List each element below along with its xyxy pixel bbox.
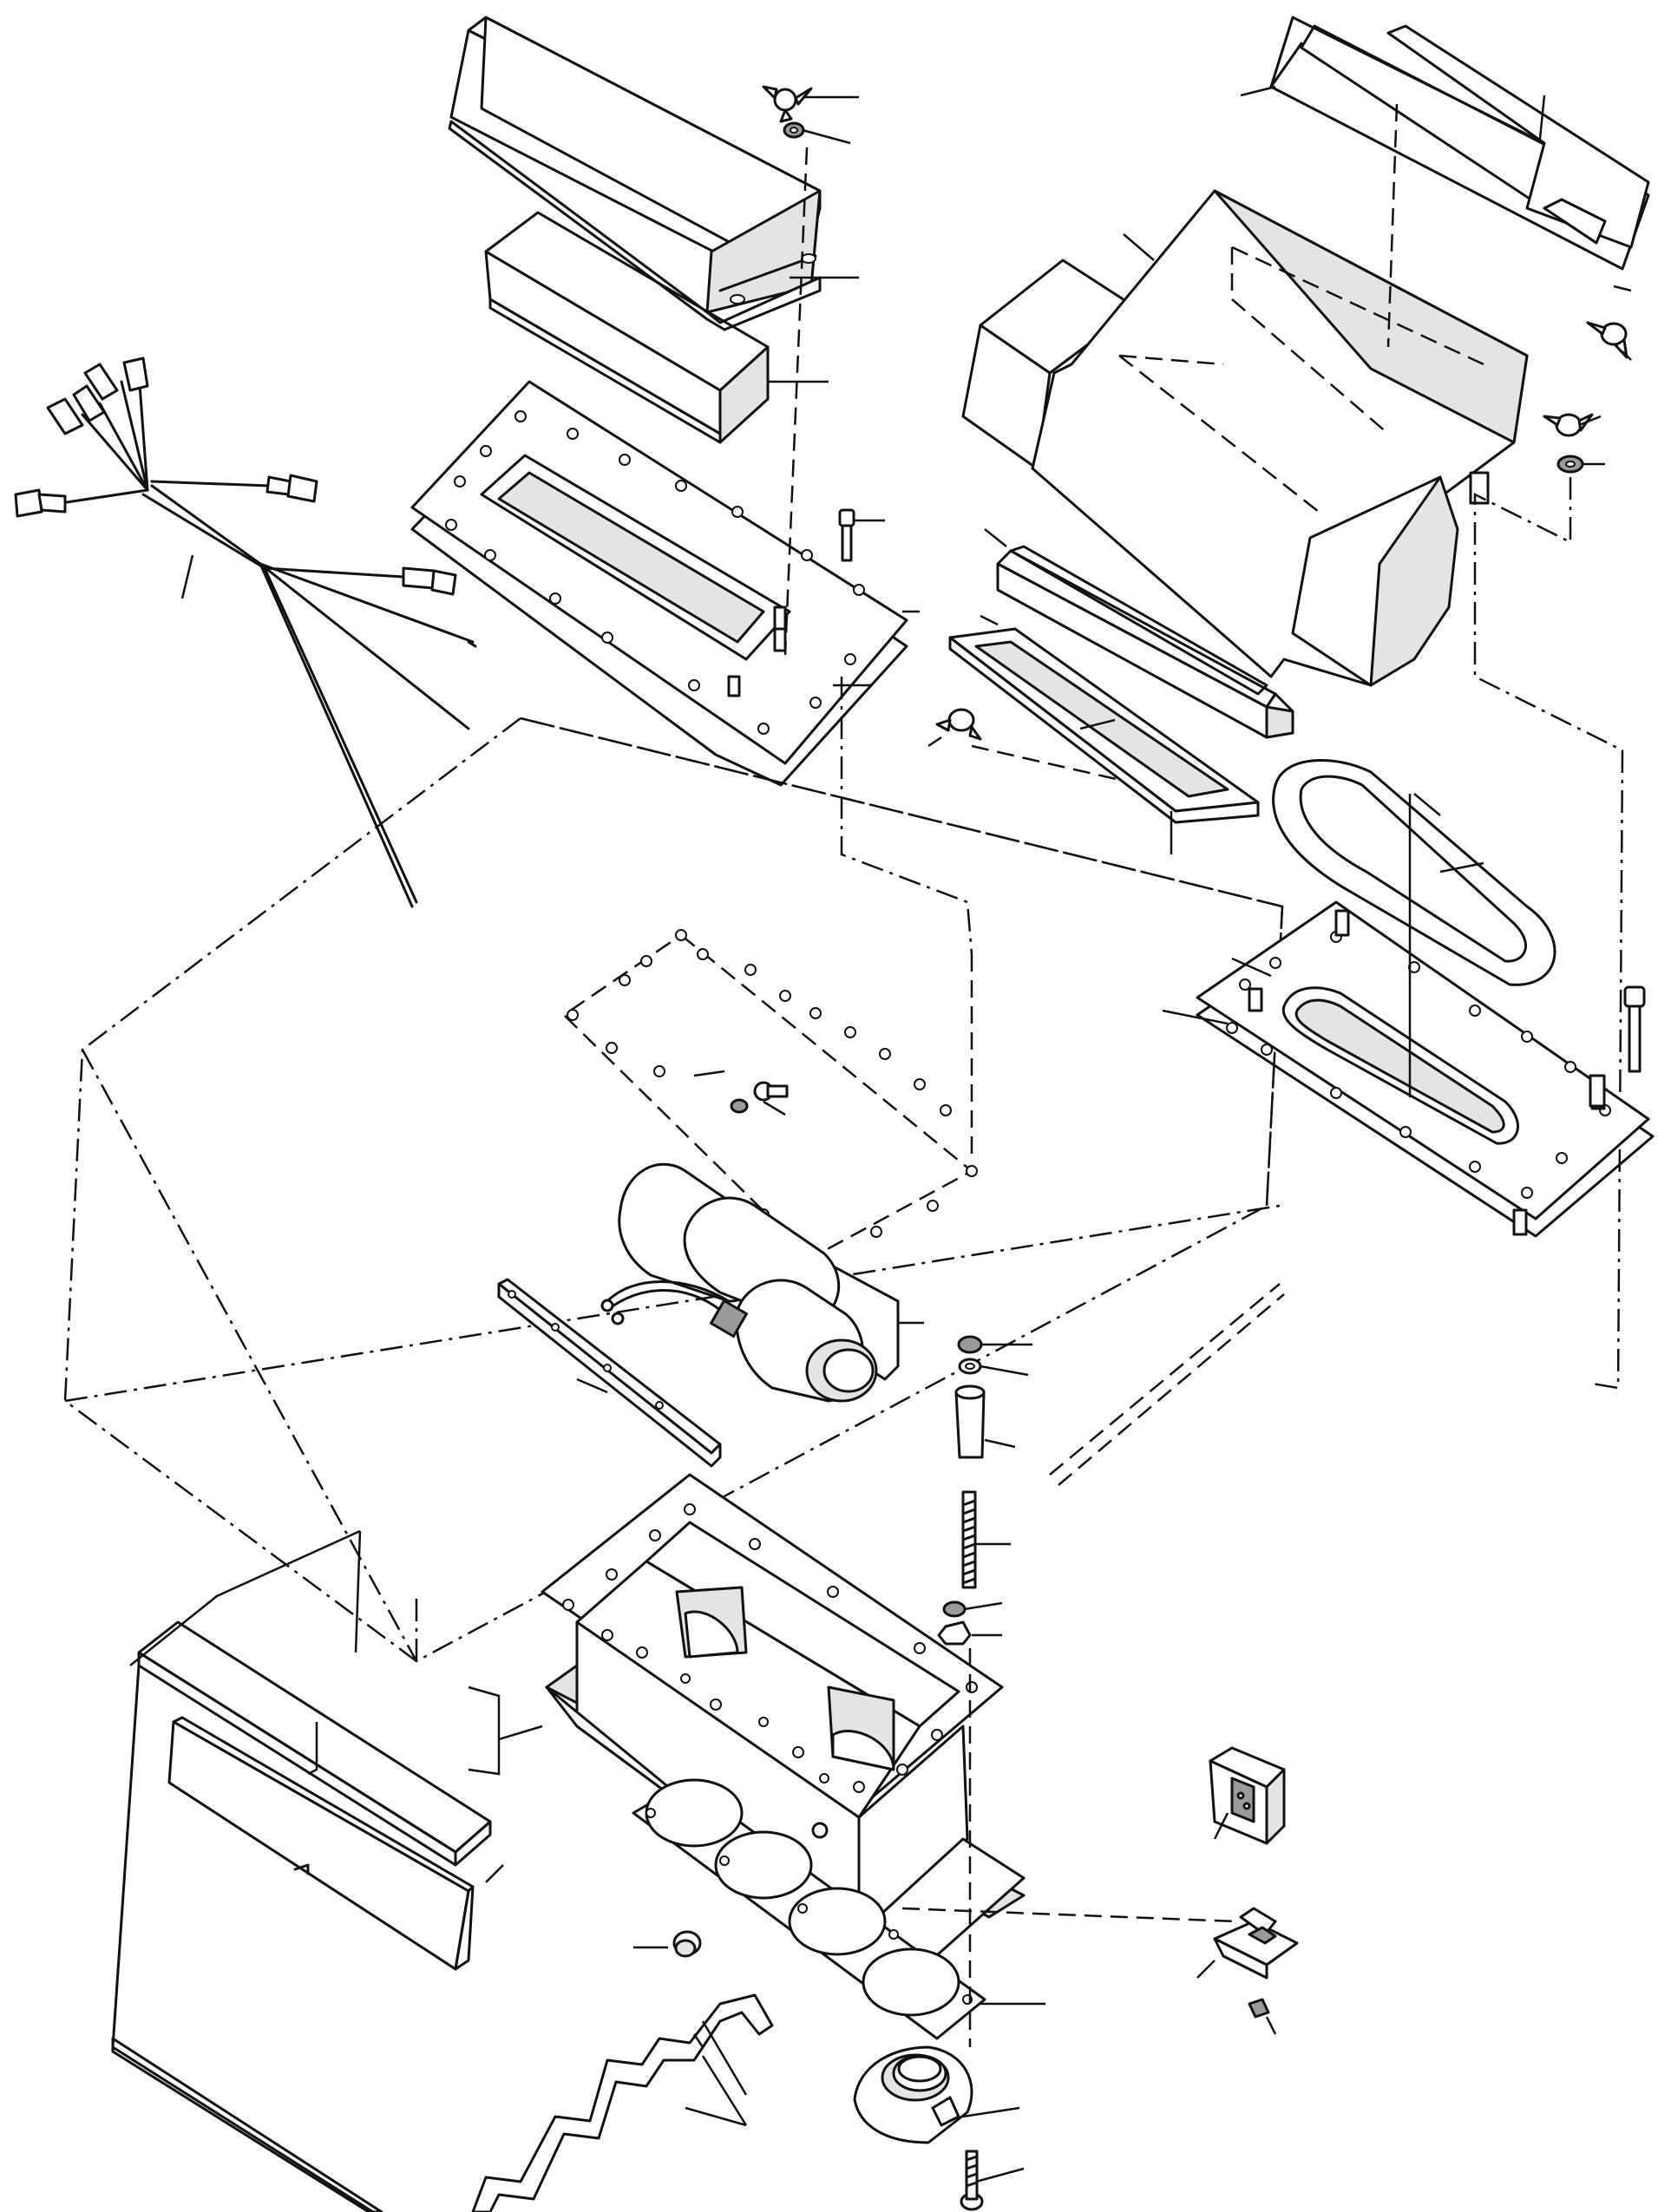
heater-unit-housing — [961, 189, 1529, 687]
cap-screw-left-plate — [838, 508, 855, 562]
phantom-cab-outline — [63, 717, 1285, 1663]
filter-mounting-plate — [410, 380, 908, 787]
screw-and-washer-center — [730, 1081, 789, 1114]
wing-nut-tray — [935, 708, 982, 741]
filter-element-right — [1269, 16, 1650, 348]
washer-right — [1556, 455, 1584, 474]
standoff-hardware — [937, 1335, 986, 1646]
bolt-duct-fitting — [960, 2150, 984, 2211]
rocker-switch — [1213, 1907, 1299, 1980]
rubber-plug — [672, 1930, 702, 1958]
leader-lines — [129, 85, 1632, 2183]
washer-top — [783, 121, 805, 139]
blower-housing-box — [541, 1473, 1026, 1984]
wiring-harness — [14, 357, 477, 908]
switch-knob — [1248, 1998, 1270, 2019]
outlet-gasket — [632, 1778, 986, 2040]
wing-nut-right-lower — [1543, 413, 1594, 437]
centerline-top-left — [783, 147, 809, 656]
drain-tray — [948, 627, 1260, 824]
foam-strip-lower — [167, 1716, 475, 1971]
motor-mounting-strap — [497, 1278, 722, 1468]
centerline-left-plate — [840, 677, 973, 955]
stud-right-plate — [1589, 1074, 1606, 1108]
filter-cover-housing — [448, 16, 822, 331]
foam-seal-long — [111, 1664, 383, 2212]
foam-seal-stepped — [471, 1993, 774, 2212]
wing-nut-top — [762, 85, 813, 123]
relay-module — [1209, 1746, 1286, 1845]
evaporator-core-bar — [996, 545, 1294, 739]
centerline-switch — [901, 1907, 1237, 1923]
heater-mounting-plate — [1196, 794, 1655, 1238]
duct-outlet-fitting — [853, 2045, 973, 2144]
foam-strip-upper — [137, 1620, 492, 1867]
oval-seal-gasket — [1272, 759, 1556, 986]
cap-screw-right-plate — [1623, 985, 1646, 1073]
wing-nut-right-upper — [1586, 321, 1629, 359]
filter-element-left — [484, 211, 770, 444]
blower-motor-assembly — [600, 1162, 900, 1403]
